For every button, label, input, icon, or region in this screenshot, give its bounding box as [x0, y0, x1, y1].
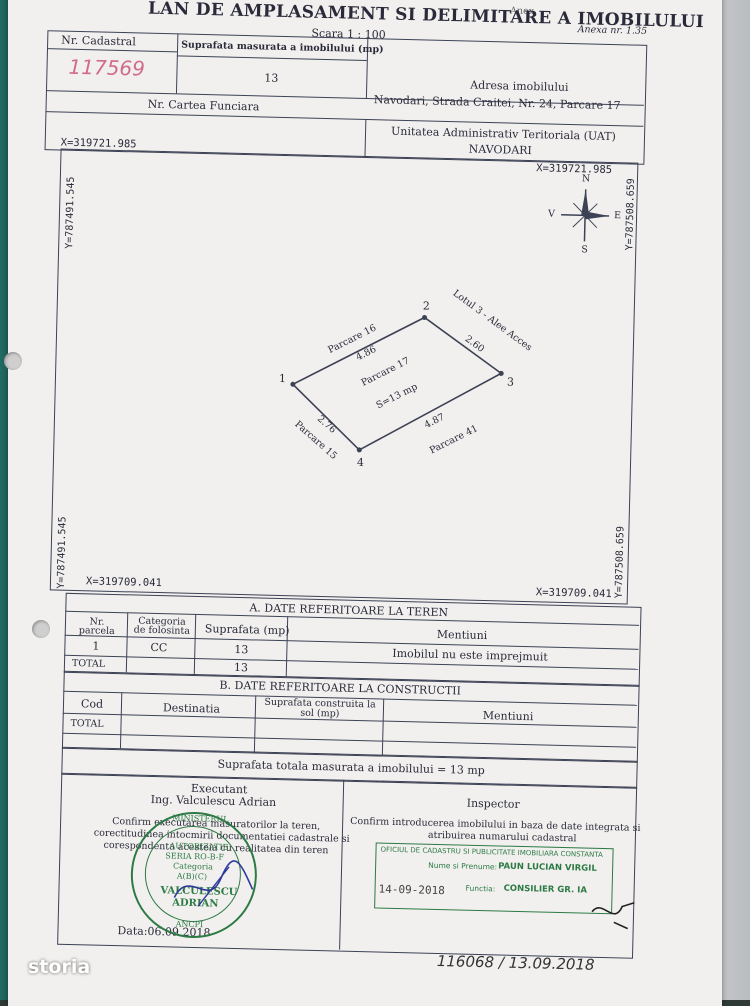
row-parcel-no: 1 [92, 639, 100, 653]
inspector-stamp-date: 14-09-2018 [378, 882, 445, 898]
inspector-stamp-function: CONSILIER GR. IA [503, 883, 588, 896]
cadastral-plan-document: Anex Anexa nr. 1.35 LAN DE AMPLASAMENT S… [17, 0, 704, 984]
col-area: Suprafata (mp) [204, 622, 290, 638]
col-built-area: Suprafata construita la sol (mp) [264, 696, 376, 720]
parcel-drawing [290, 314, 504, 453]
compass-rose [561, 189, 610, 242]
row-area: 13 [234, 642, 249, 657]
col-parcel-no: Nr. parcela [78, 616, 115, 638]
col-code: Cod [80, 697, 104, 711]
col-mentions: Mentiuni [436, 627, 488, 643]
inspector-stamp-function-label: Functia: [465, 883, 496, 894]
document-sheet [4, 0, 722, 1006]
stamp-text-top: MINISTERUL [172, 813, 229, 824]
storia-watermark: storia [28, 956, 91, 978]
col-category: Categoria de folosinta [133, 615, 191, 637]
point-2: 2 [422, 299, 430, 313]
executant-signature [173, 860, 254, 907]
handwritten-registration: 116068 / 13.09.2018 [436, 951, 595, 974]
col-destination: Destinatia [162, 701, 221, 716]
col-b-mentions: Mentiuni [482, 709, 534, 724]
executant-date-label: Data: [117, 924, 148, 938]
point-3: 3 [506, 375, 515, 389]
punch-hole [4, 352, 22, 370]
inspector-stamp: OFICIUL DE CADASTRU SI PUBLICITATE IMOBI… [374, 842, 614, 915]
section-a-total-label: TOTAL [71, 657, 106, 670]
inspector-stamp-office: OFICIUL DE CADASTRU SI PUBLICITATE IMOBI… [380, 845, 603, 860]
stamp-text-bottom: ANCPI [175, 919, 204, 930]
section-b-total-label: TOTAL [70, 717, 104, 730]
point-1: 1 [278, 371, 287, 386]
punch-hole [32, 620, 50, 638]
section-a-total-value: 13 [233, 660, 249, 675]
inspector-stamp-name: PAUN LUCIAN VIRGIL [498, 861, 597, 874]
point-4: 4 [356, 455, 365, 470]
inspector-title: Inspector [466, 796, 520, 811]
inspector-stamp-name-label: Nume si Prenume: [428, 860, 498, 872]
row-category: CC [150, 640, 168, 655]
inspector-signature [591, 902, 635, 930]
